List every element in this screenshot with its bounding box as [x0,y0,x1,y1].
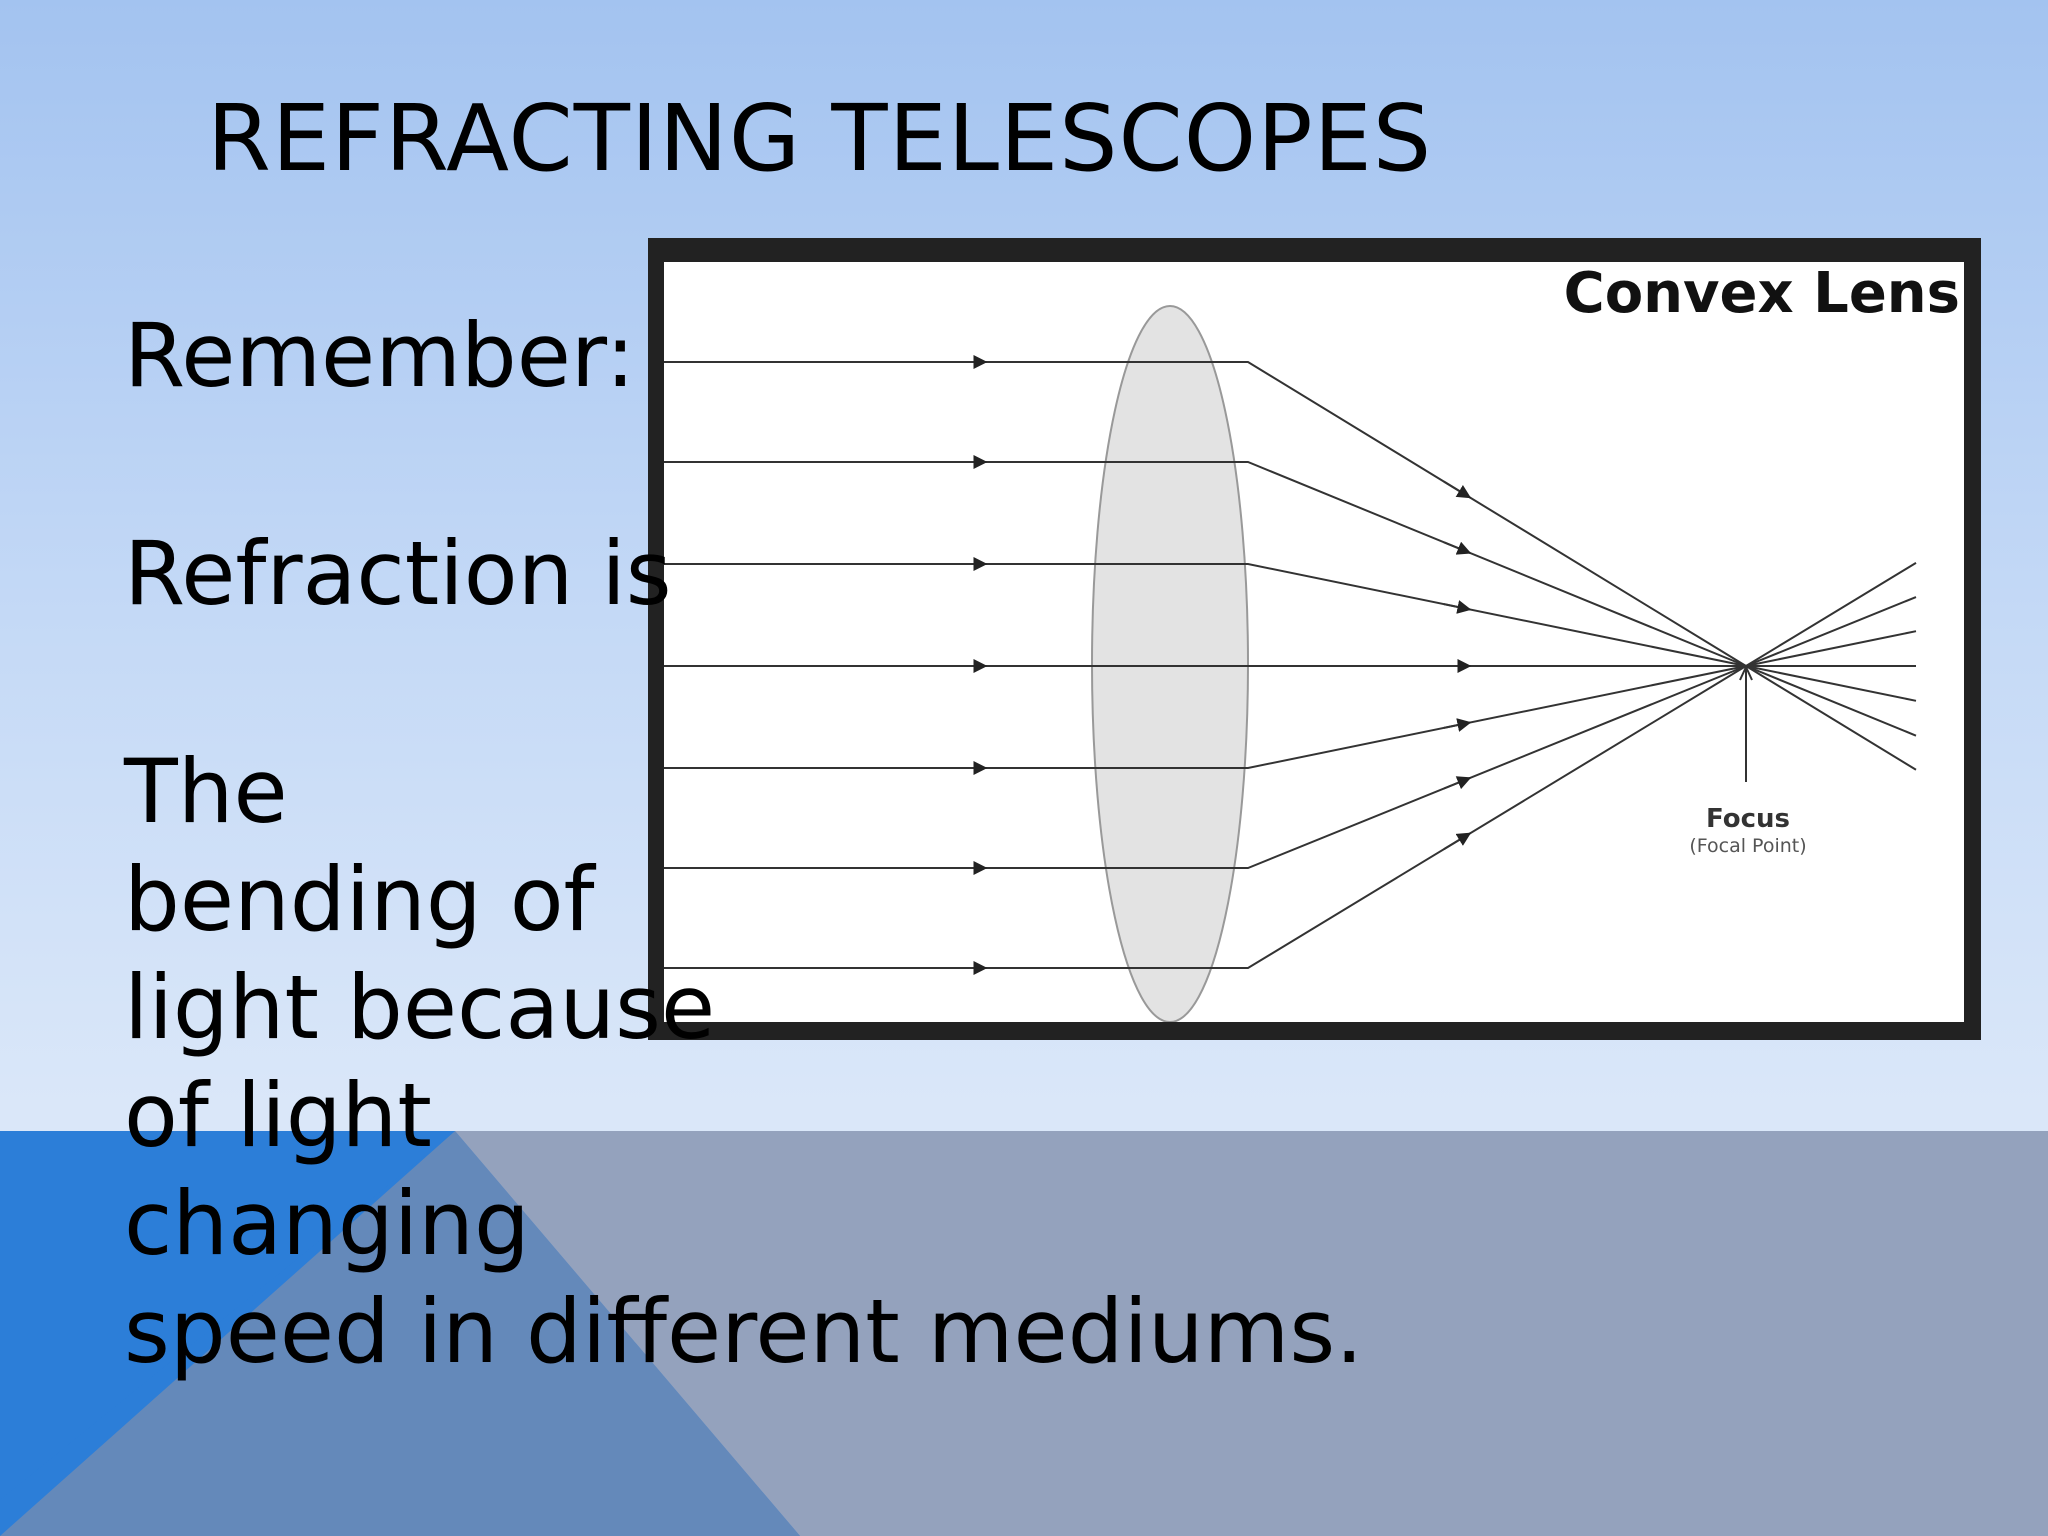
body-line-4: bending of [124,848,595,951]
ray-arrow [1443,718,1472,732]
body-line-5: light because [124,956,716,1059]
light-ray [664,461,1917,737]
figure-heading: Convex Lens [1564,262,1960,326]
body-line-1: Remember: [124,304,636,407]
light-ray [664,630,1917,769]
body-line-7: changing [124,1172,530,1275]
focus-label: Focus [1706,804,1790,834]
convex-lens-diagram: Convex Lens Focus (Focal Point) [664,262,1964,1022]
light-ray [664,562,1917,969]
light-ray [664,563,1917,702]
ray-arrow [1443,541,1472,555]
focus-sublabel: (Focal Point) [1689,835,1806,857]
body-line-2: Refraction is [124,522,672,625]
ray-arrow [1443,776,1472,790]
lens-shape [1091,305,1249,1022]
ray-arrow [1443,480,1472,499]
slide-title: REFRACTING TELESCOPES [207,85,1433,192]
ray-arrow [1443,832,1472,850]
body-line-3: The [124,740,288,843]
light-ray [664,361,1917,771]
ray-arrow [1443,600,1472,614]
body-line-6: of light [124,1064,432,1167]
body-line-8: speed in different mediums. [124,1280,1364,1383]
